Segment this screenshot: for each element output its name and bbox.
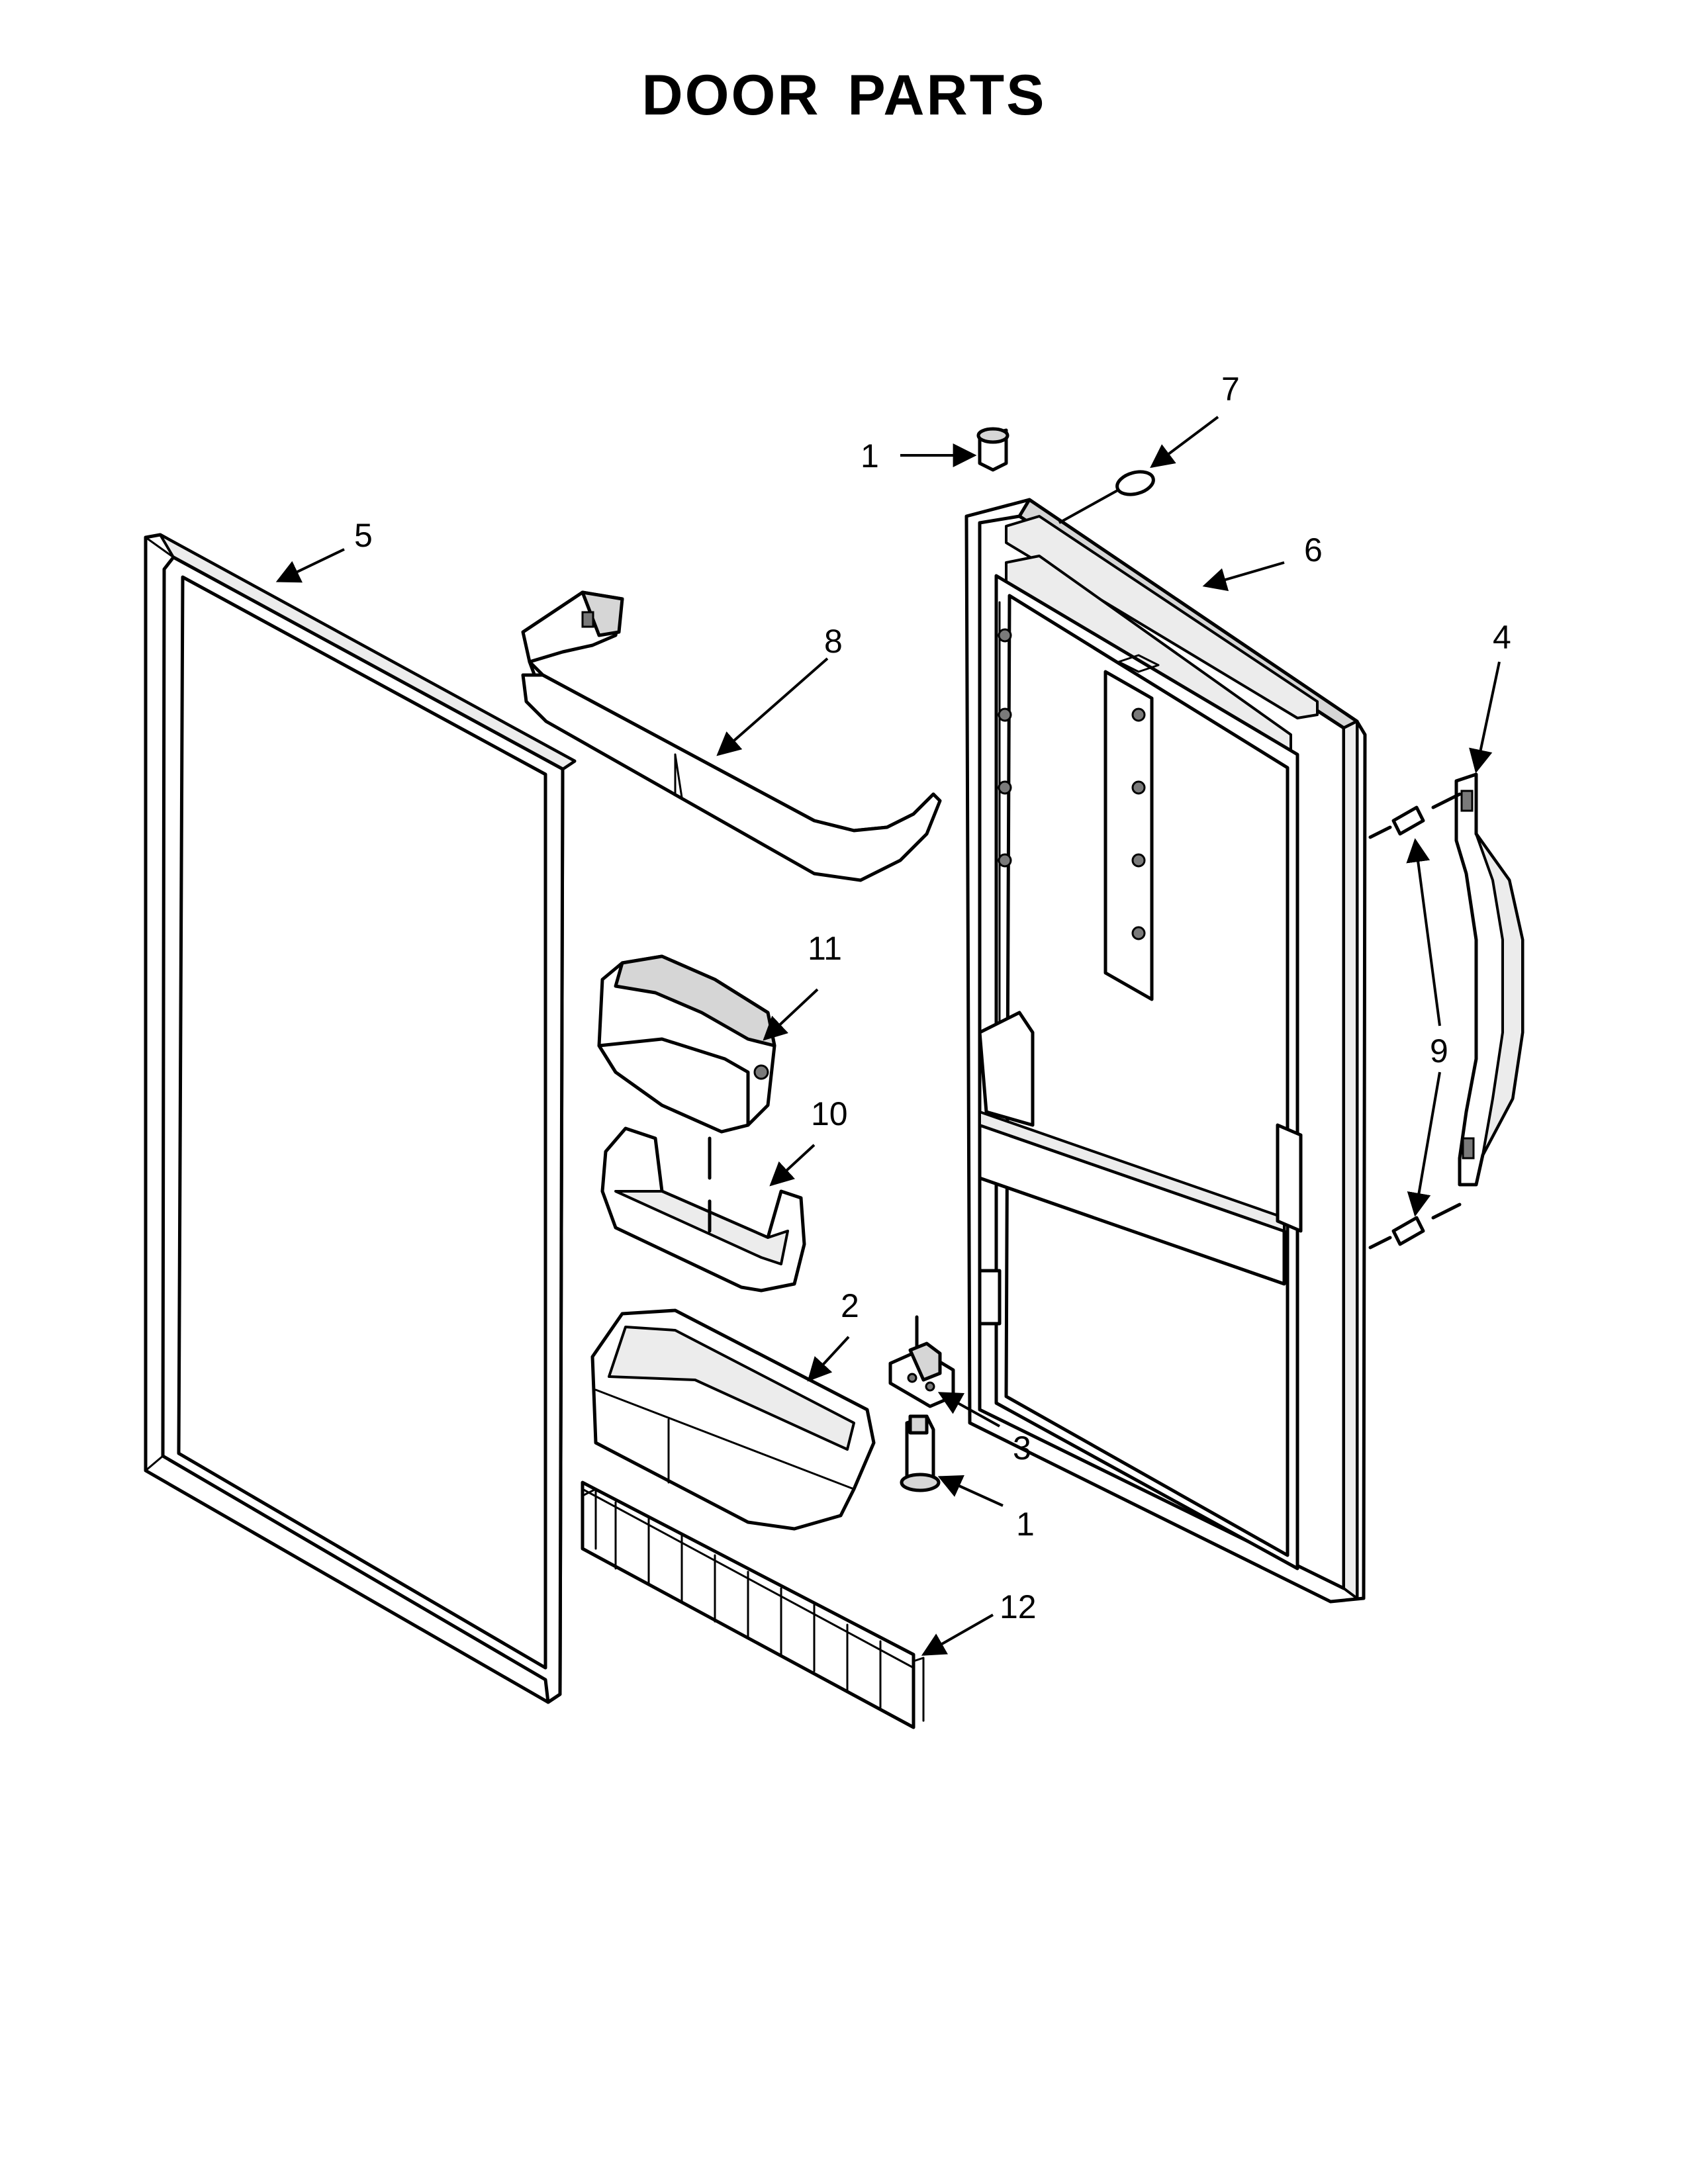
dairy-bin	[600, 1126, 806, 1293]
callout-7: 7	[1221, 371, 1240, 408]
callout-9: 9	[1430, 1032, 1448, 1069]
handle-screws	[1368, 792, 1462, 1250]
o-ring	[1058, 470, 1155, 524]
callout-4: 4	[1493, 619, 1511, 656]
wire-bin-retainer	[581, 1480, 925, 1729]
callout-12: 12	[1000, 1588, 1037, 1625]
door-liner	[964, 498, 1367, 1604]
diagram-title: DOOR PARTS	[641, 64, 1047, 127]
top-hinge-bushing	[976, 427, 1009, 472]
callout-5: 5	[354, 517, 373, 554]
bottom-hinge-bushing	[900, 1414, 941, 1492]
lower-door-bin	[590, 1308, 876, 1531]
callout-1-bottom: 1	[1016, 1506, 1035, 1543]
callout-8: 8	[824, 623, 843, 660]
leader-arrows	[275, 416, 1501, 1656]
callout-2: 2	[841, 1287, 859, 1324]
door-gasket	[144, 533, 577, 1704]
callout-10: 10	[811, 1095, 848, 1132]
callout-3: 3	[1013, 1430, 1031, 1467]
dairy-cover	[597, 954, 776, 1134]
callout-6: 6	[1304, 531, 1323, 569]
callout-11: 11	[808, 930, 842, 967]
upper-door-shelf	[521, 590, 942, 882]
door-handle	[1454, 772, 1524, 1187]
hinge-bracket	[888, 1315, 955, 1408]
callout-1-top: 1	[861, 437, 879, 475]
callout-labels: 1 7 5 6 8 4 11 9 10 2 3 1 12	[354, 371, 1511, 1625]
